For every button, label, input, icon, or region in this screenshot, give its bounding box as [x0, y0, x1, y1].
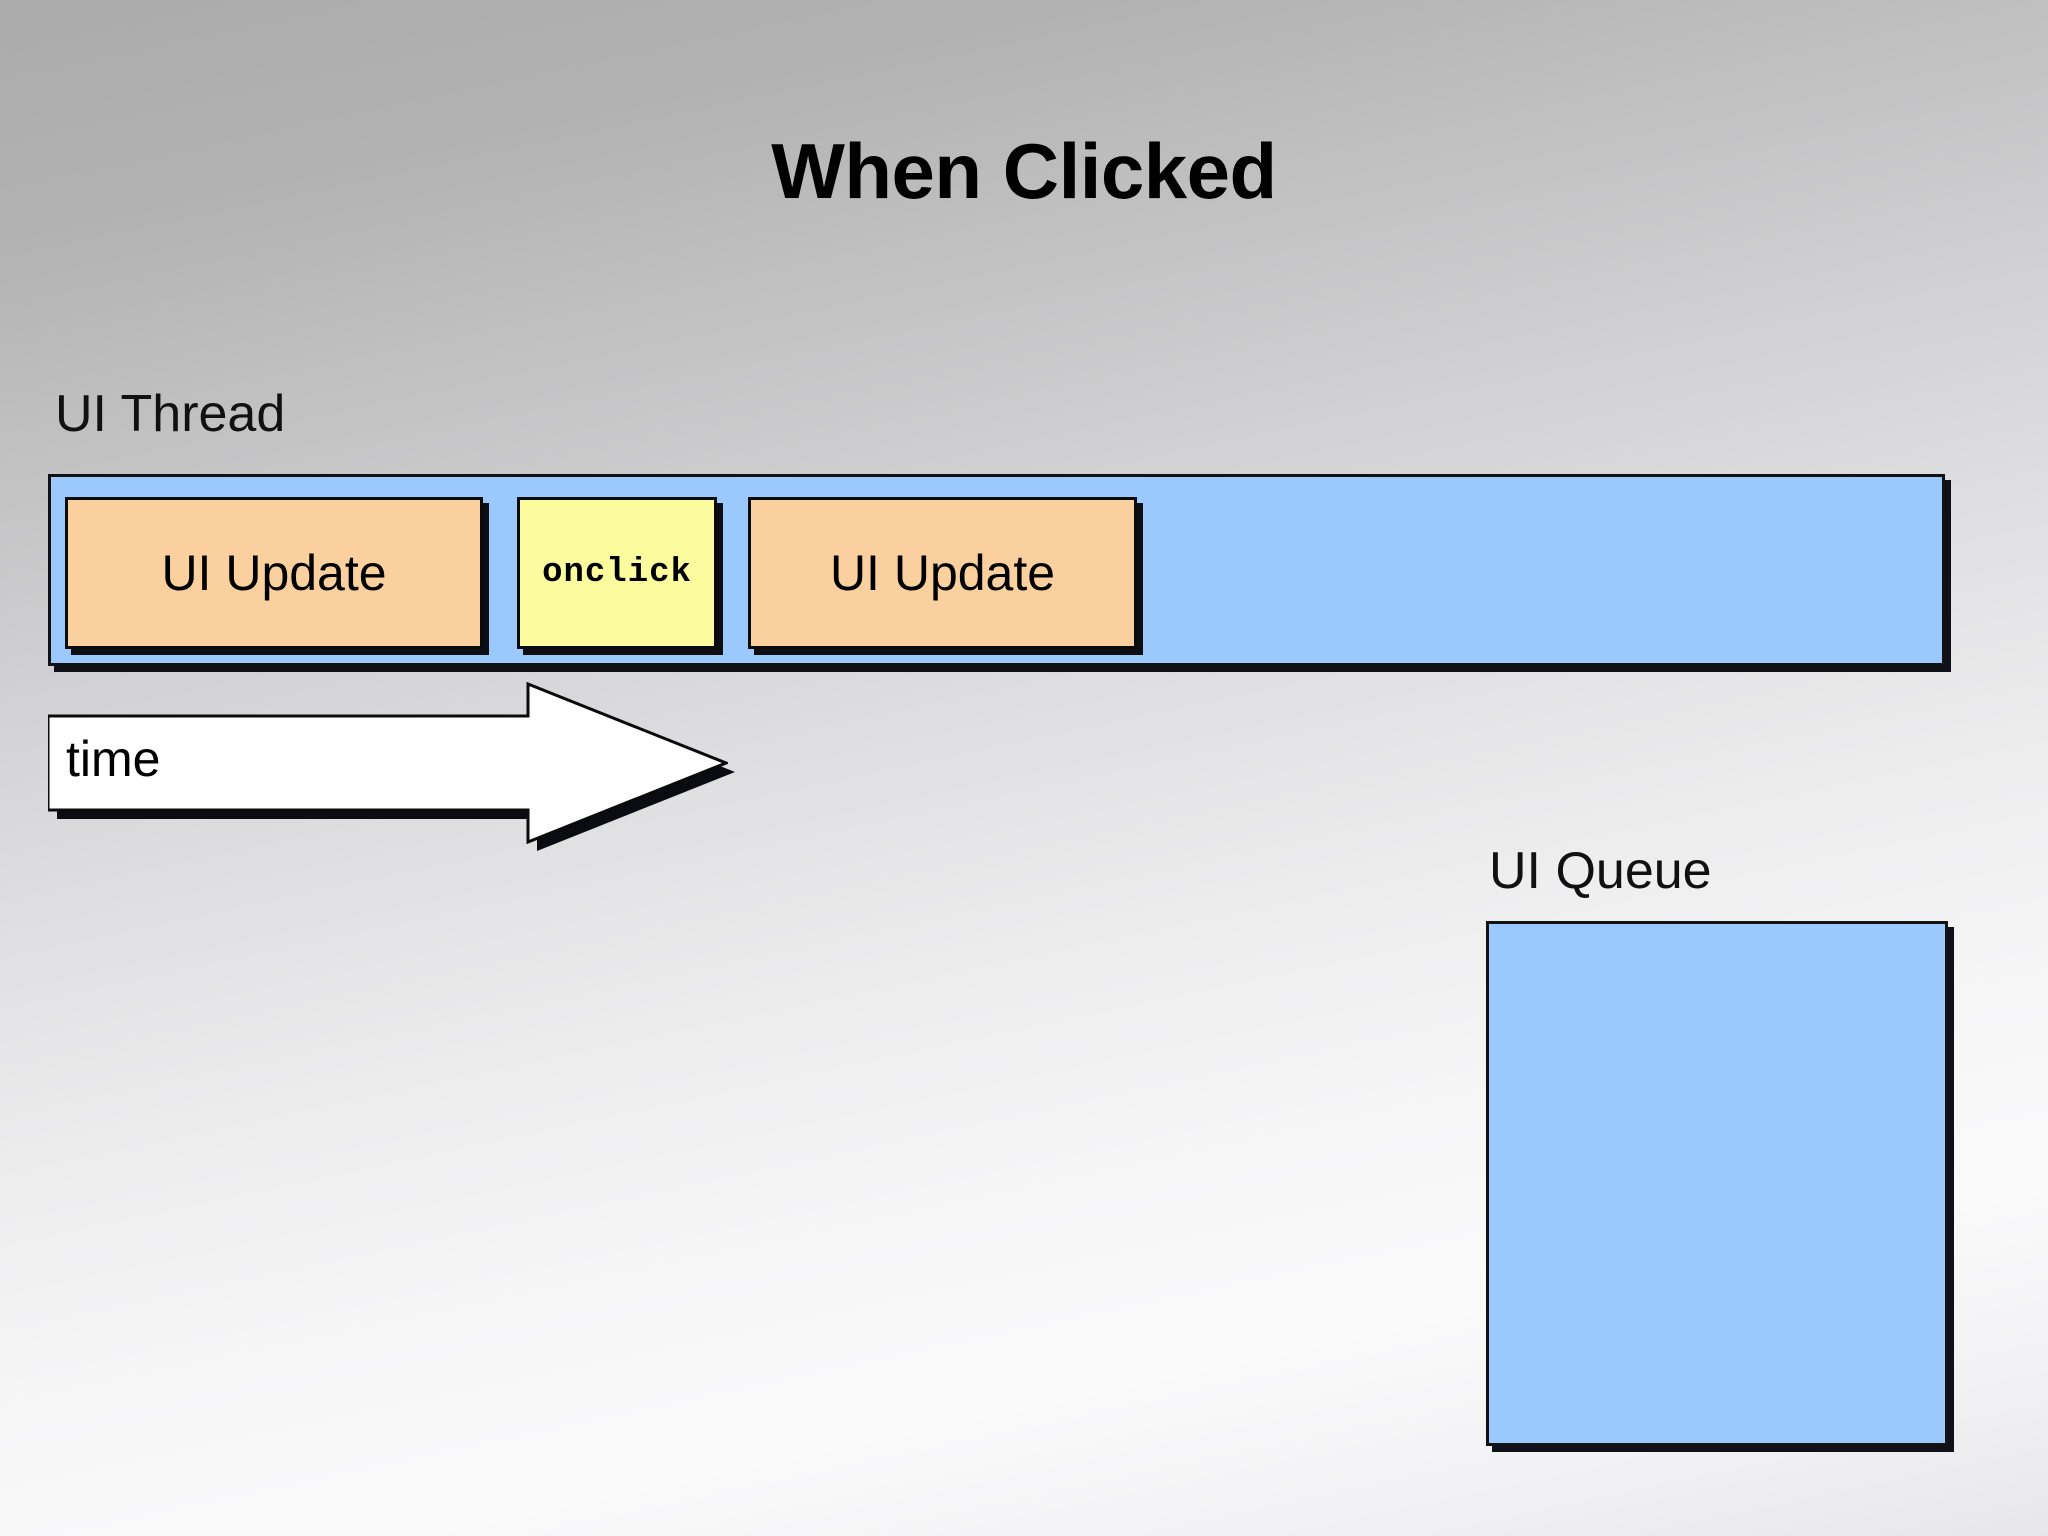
time-arrow-icon: [48, 682, 728, 844]
ui-thread-timeline-bar: UI Update onclick UI Update: [48, 474, 1945, 666]
task-block-ui-update-1[interactable]: UI Update: [65, 497, 483, 649]
ui-queue-label: UI Queue: [1489, 842, 1712, 900]
task-block-label: UI Update: [161, 545, 387, 601]
task-block-onclick[interactable]: onclick: [517, 497, 717, 649]
time-axis-label: time: [66, 731, 161, 787]
task-block-label: onclick: [542, 554, 692, 592]
ui-queue-box: [1486, 921, 1948, 1446]
page-title: When Clicked: [771, 127, 1277, 215]
ui-thread-label: UI Thread: [55, 385, 286, 443]
task-block-label: UI Update: [829, 545, 1056, 601]
task-block-ui-update-2[interactable]: UI Update: [748, 497, 1137, 649]
time-axis-arrow: time: [48, 682, 735, 851]
